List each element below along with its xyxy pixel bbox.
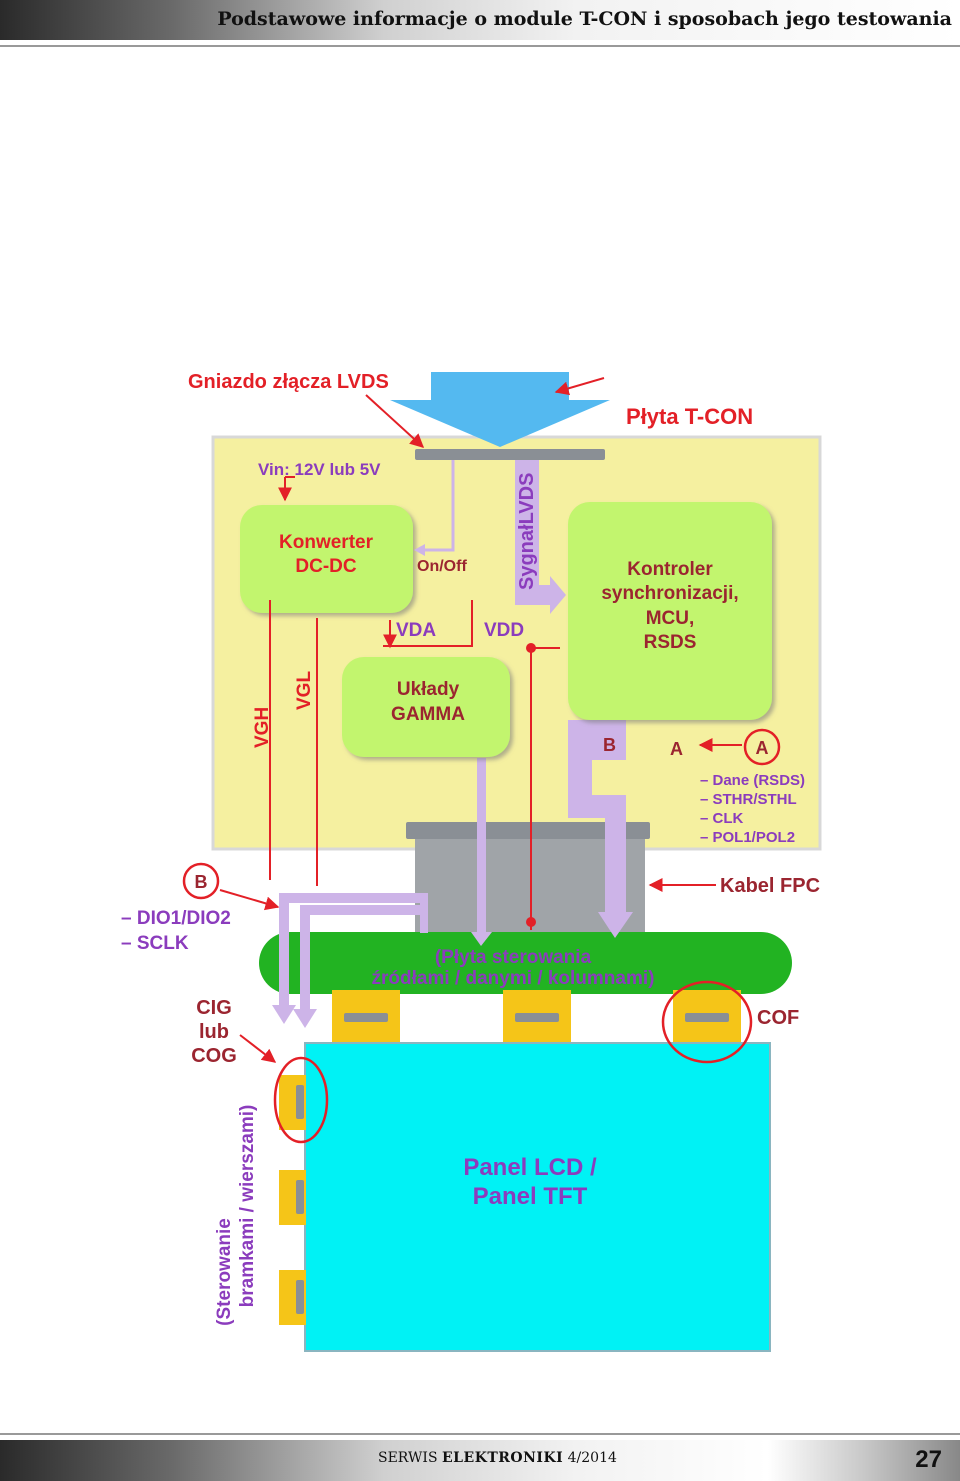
vdd-label: VDD [484,620,524,641]
onoff-line [425,460,455,552]
cig-label-line2: lub [199,1021,229,1043]
tcon-board-label: Płyta T-CON [626,404,753,429]
a-signal-2: – STHR/STHL [700,791,797,808]
footer-bar [0,1440,960,1481]
vda-label: VDA [396,620,436,641]
vin-label: Vin: 12V lub 5V [258,460,381,479]
a-signal-4: – POL1/POL2 [700,829,795,846]
a-channel-label: A [670,739,683,759]
dcdc-converter-block [240,505,413,613]
signal-paths [272,460,633,1028]
gate-control-label-line2: bramkami / wierszami) [237,1105,258,1308]
controller-block [568,502,772,720]
b-signal-1: – DIO1/DIO2 [121,908,231,929]
header-rule [0,45,960,47]
header-bar [0,0,960,40]
vgl-label: VGL [294,671,315,710]
panel-label-line1: Panel LCD / [463,1154,597,1181]
gamma-label-line1: Układy [397,679,460,700]
b-signal-2: – SCLK [121,933,189,954]
footer-magazine: SERWIS ELEKTRONIKI 4/2014 [378,1450,617,1466]
fpc-cable-label: Kabel FPC [720,875,820,897]
controller-label-line1: Kontroler [627,559,713,580]
gate-chips [279,1075,306,1325]
annotation-arrows [219,377,742,1063]
source-board-label-line1: (Płyta sterowania [435,947,592,968]
controller-label-line2: synchronizacji, [601,583,738,604]
lvds-connector [415,449,605,460]
cig-label-line3: COG [191,1045,237,1067]
lvds-socket-label: Gniazdo złącza LVDS [188,371,389,393]
footer-rule [0,1433,960,1435]
controller-label-line3: MCU, [646,608,695,629]
highlight-circles [182,728,781,1144]
a-signal-3: – CLK [700,810,744,827]
source-board-label-line2: źródłami / danymi / kolumnami) [372,968,655,989]
onoff-arrow-head [414,544,425,556]
dcdc-label-line2: DC-DC [295,556,356,577]
onoff-label: On/Off [417,558,467,575]
footer-magazine-part1: SERWIS [378,1450,438,1466]
cig-label-line1: CIG [196,997,232,1019]
b-channel-label: B [603,735,616,755]
fpc-connector [406,822,650,839]
source-driver-board [259,932,792,994]
gate-control-label-line1: (Sterowanie [214,1218,235,1326]
dcdc-label-line1: Konwerter [279,532,374,553]
cof-chips [332,990,741,1045]
footer-magazine-part2: ELEKTRONIKI [442,1450,564,1466]
gamma-label-line2: GAMMA [391,704,465,725]
power-wiring [269,476,560,930]
lvds-signal-label: SygnałLVDS [516,473,538,590]
a-signal-1: – Dane (RSDS) [700,772,805,789]
source-junction [526,917,536,927]
a-marker-label: A [756,738,769,758]
gamma-block [342,657,510,757]
cof-label: COF [757,1007,799,1029]
b-marker-label: B [195,872,208,892]
vgh-label: VGH [252,707,273,748]
footer-issue: 4/2014 [567,1450,617,1466]
panel-label-line2: Panel TFT [473,1183,588,1210]
controller-label-line4: RSDS [644,632,697,653]
page-number: 27 [915,1446,942,1473]
page-header-title: Podstawowe informacje o module T-CON i s… [217,8,952,30]
vdd-junction [526,643,536,653]
